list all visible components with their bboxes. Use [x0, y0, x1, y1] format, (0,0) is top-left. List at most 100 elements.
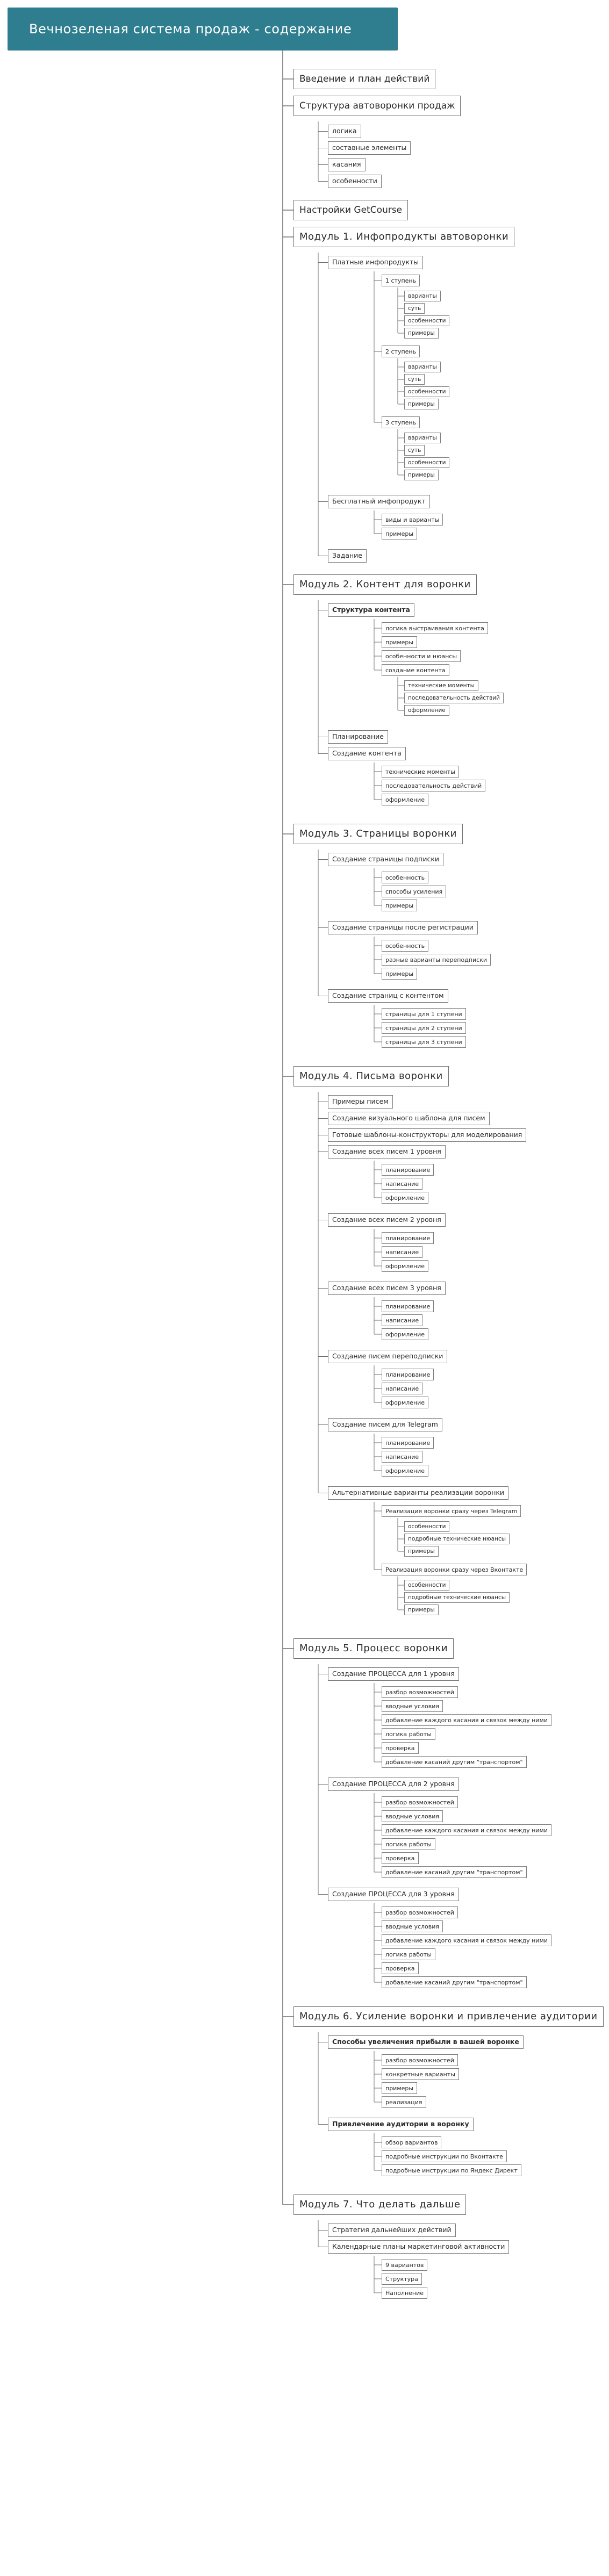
subtopic-node[interactable]: логика работы [382, 1948, 435, 1960]
subtopic-node[interactable]: оформление [382, 794, 429, 805]
subtopic-node[interactable]: 3 ступень [382, 416, 420, 428]
section-node[interactable]: Настройки GetCourse [293, 200, 409, 220]
topic-node[interactable]: Стратегия дальнейших действий [328, 2224, 456, 2237]
subtopic-node[interactable]: планирование [382, 1232, 434, 1244]
detail-node[interactable]: оформление [404, 705, 449, 716]
topic-node[interactable]: касания [328, 158, 366, 171]
subtopic-node[interactable]: оформление [382, 1328, 429, 1340]
topic-node[interactable]: особенности [328, 175, 382, 188]
detail-node[interactable]: варианты [404, 362, 441, 372]
module-node[interactable]: Модуль 7. Что делать дальше [293, 2194, 467, 2215]
subtopic-node[interactable]: страницы для 3 ступени [382, 1036, 466, 1048]
topic-node[interactable]: Бесплатный инфопродукт [328, 495, 430, 508]
subtopic-node[interactable]: последовательность действий [382, 780, 486, 791]
subtopic-node[interactable]: логика работы [382, 1838, 435, 1850]
topic-node[interactable]: логика [328, 125, 361, 138]
subtopic-node[interactable]: особенность [382, 940, 429, 952]
detail-node[interactable]: особенности [404, 457, 450, 468]
subtopic-node[interactable]: 1 ступень [382, 275, 420, 286]
topic-node[interactable]: Создание страницы подписки [328, 853, 443, 866]
subtopic-node[interactable]: страницы для 1 ступени [382, 1008, 466, 1020]
topic-node[interactable]: Создание контента [328, 747, 406, 760]
subtopic-node[interactable]: добавление касаний другим "транспортом" [382, 1866, 527, 1878]
detail-node[interactable]: варианты [404, 433, 441, 443]
subtopic-node[interactable]: примеры [382, 2082, 418, 2094]
topic-node[interactable]: Примеры писем [328, 1095, 393, 1109]
section-node[interactable]: Введение и план действий [293, 69, 436, 89]
subtopic-node[interactable]: добавление касаний другим "транспортом" [382, 1976, 527, 1988]
subtopic-node[interactable]: оформление [382, 1465, 429, 1477]
subtopic-node[interactable]: добавление касаний другим "транспортом" [382, 1756, 527, 1768]
subtopic-node[interactable]: разбор возможностей [382, 1686, 458, 1698]
module-node[interactable]: Модуль 6. Усиление воронки и привлечение… [293, 2006, 604, 2027]
subtopic-node[interactable]: разбор возможностей [382, 1796, 458, 1808]
subtopic-node[interactable]: планирование [382, 1437, 434, 1449]
detail-node[interactable]: примеры [404, 1604, 439, 1615]
subtopic-node[interactable]: логика выстраивания контента [382, 622, 488, 634]
topic-node[interactable]: Создание всех писем 1 уровня [328, 1145, 446, 1159]
topic-node[interactable]: составные элементы [328, 141, 411, 155]
module-node[interactable]: Модуль 1. Инфопродукты автоворонки [293, 227, 515, 247]
topic-node[interactable]: Создание писем переподписки [328, 1350, 448, 1363]
subtopic-node[interactable]: написание [382, 1246, 423, 1258]
topic-node[interactable]: Готовые шаблоны-конструкторы для моделир… [328, 1128, 527, 1142]
topic-node[interactable]: Задание [328, 549, 367, 563]
subtopic-node[interactable]: планирование [382, 1164, 434, 1176]
subtopic-node[interactable]: добавление каждого касания и связок межд… [382, 1714, 551, 1726]
detail-node[interactable]: особенности [404, 315, 450, 326]
detail-node[interactable]: примеры [404, 470, 439, 480]
topic-node[interactable]: Создание ПРОЦЕССА для 1 уровня [328, 1667, 459, 1681]
subtopic-node[interactable]: Реализация воронки сразу через Telegram [382, 1505, 521, 1517]
topic-node[interactable]: Привлечение аудитории в воронку [328, 2118, 474, 2131]
module-node[interactable]: Модуль 5. Процесс воронки [293, 1638, 454, 1659]
detail-node[interactable]: суть [404, 303, 425, 314]
subtopic-node[interactable]: особенность [382, 872, 429, 883]
topic-node[interactable]: Создание ПРОЦЕССА для 2 уровня [328, 1778, 459, 1791]
topic-node[interactable]: Способы увеличения прибыли в вашей ворон… [328, 2035, 524, 2049]
subtopic-node[interactable]: особенности и нюансы [382, 650, 461, 662]
detail-node[interactable]: последовательность действий [404, 693, 504, 703]
topic-node[interactable]: Платные инфопродукты [328, 256, 424, 269]
topic-node[interactable]: Создание всех писем 2 уровня [328, 1213, 446, 1227]
subtopic-node[interactable]: написание [382, 1314, 423, 1326]
topic-node[interactable]: Альтернативные варианты реализации ворон… [328, 1486, 509, 1500]
topic-node[interactable]: Создание страницы после регистрации [328, 921, 478, 934]
subtopic-node[interactable]: проверка [382, 1962, 419, 1974]
subtopic-node[interactable]: Реализация воронки сразу через Вконтакте [382, 1564, 527, 1575]
subtopic-node[interactable]: виды и варианты [382, 514, 443, 526]
section-node[interactable]: Структура автоворонки продаж [293, 96, 461, 116]
subtopic-node[interactable]: 2 ступень [382, 346, 420, 357]
subtopic-node[interactable]: добавление каждого касания и связок межд… [382, 1824, 551, 1836]
topic-node[interactable]: Структура контента [328, 603, 414, 617]
subtopic-node[interactable]: проверка [382, 1852, 419, 1864]
subtopic-node[interactable]: 9 вариантов [382, 2259, 428, 2271]
subtopic-node[interactable]: вводные условия [382, 1920, 443, 1932]
detail-node[interactable]: подробные технические нюансы [404, 1592, 510, 1603]
subtopic-node[interactable]: написание [382, 1383, 423, 1394]
topic-node[interactable]: Создание визуального шаблона для писем [328, 1112, 490, 1125]
subtopic-node[interactable]: планирование [382, 1300, 434, 1312]
subtopic-node[interactable]: создание контента [382, 664, 449, 676]
topic-node[interactable]: Планирование [328, 730, 388, 744]
subtopic-node[interactable]: планирование [382, 1369, 434, 1380]
module-node[interactable]: Модуль 4. Письма воронки [293, 1066, 449, 1086]
detail-node[interactable]: суть [404, 374, 425, 385]
topic-node[interactable]: Создание ПРОЦЕССА для 3 уровня [328, 1888, 459, 1901]
subtopic-node[interactable]: Наполнение [382, 2287, 428, 2299]
topic-node[interactable]: Создание всех писем 3 уровня [328, 1282, 446, 1295]
detail-node[interactable]: варианты [404, 291, 441, 301]
subtopic-node[interactable]: вводные условия [382, 1700, 443, 1712]
subtopic-node[interactable]: разбор возможностей [382, 1906, 458, 1918]
subtopic-node[interactable]: добавление каждого касания и связок межд… [382, 1934, 551, 1946]
subtopic-node[interactable]: написание [382, 1451, 423, 1463]
topic-node[interactable]: Создание писем для Telegram [328, 1418, 442, 1431]
detail-node[interactable]: особенности [404, 386, 450, 397]
subtopic-node[interactable]: технические моменты [382, 766, 459, 778]
topic-node[interactable]: Создание страниц с контентом [328, 989, 448, 1003]
detail-node[interactable]: подробные технические нюансы [404, 1534, 510, 1544]
subtopic-node[interactable]: логика работы [382, 1728, 435, 1740]
subtopic-node[interactable]: способы усиления [382, 886, 447, 897]
detail-node[interactable]: примеры [404, 328, 439, 339]
subtopic-node[interactable]: подробные инструкции по Яндекс Директ [382, 2164, 521, 2176]
detail-node[interactable]: технические моменты [404, 680, 478, 691]
